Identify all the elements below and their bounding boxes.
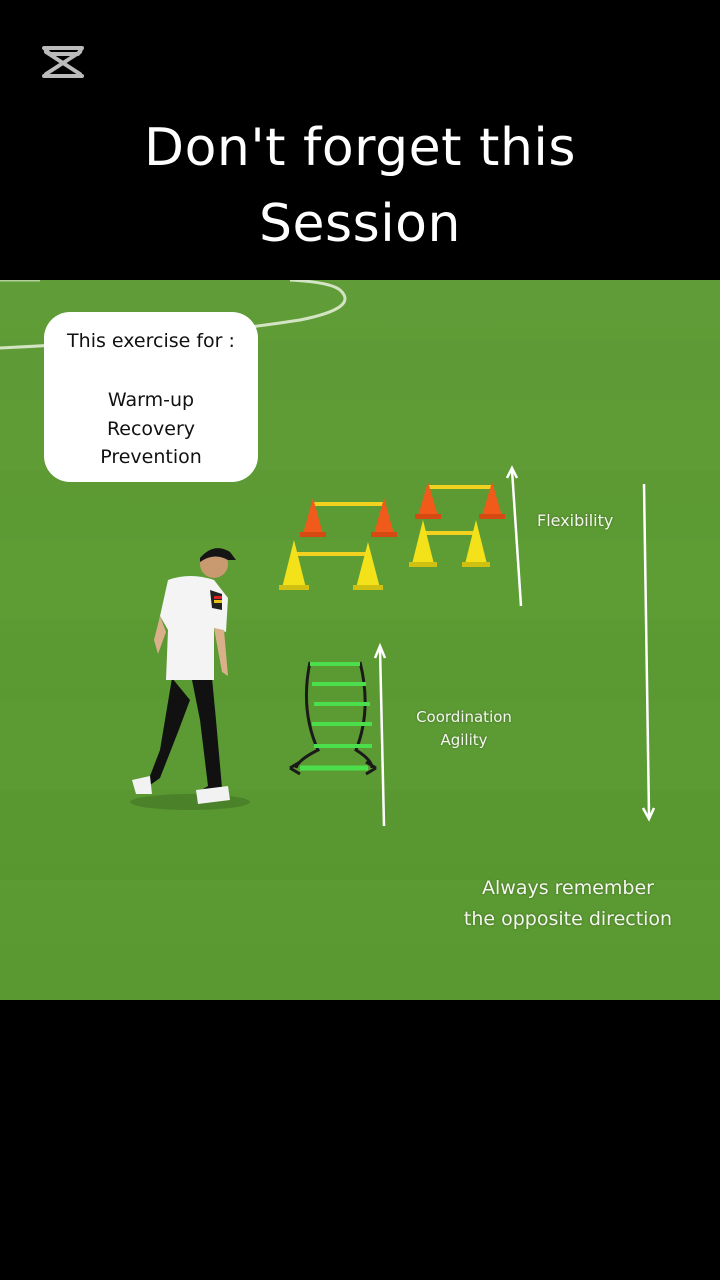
headline-line-1: Don't forget this (144, 118, 576, 178)
capcut-logo-icon (40, 44, 86, 80)
coordination-label: Coordination (416, 708, 512, 726)
player-figure (130, 548, 250, 810)
agility-ladder (289, 661, 377, 776)
flexibility-label: Flexibility (537, 511, 614, 530)
bottom-letterbox (0, 1000, 720, 1280)
hurdle-yellow-right (409, 520, 490, 567)
exercise-callout: This exercise for : Warm-up Recovery Pre… (44, 312, 258, 482)
headline: Don't forget this Session (0, 110, 720, 262)
hurdle-yellow-left (279, 540, 383, 590)
field-illustration (0, 280, 720, 1000)
callout-item-prevention: Prevention (100, 446, 202, 468)
callout-list: Warm-up Recovery Prevention (44, 386, 258, 472)
callout-item-warm-up: Warm-up (107, 389, 195, 411)
video-frame[interactable] (0, 280, 720, 1000)
reminder-line-2: the opposite direction (463, 908, 673, 930)
reminder-caption: Always remember the opposite direction (440, 873, 696, 935)
callout-title: This exercise for : (67, 330, 235, 352)
hurdle-orange-left (300, 498, 397, 537)
coordination-agility-label: Coordination Agility (404, 706, 524, 752)
coordination-arrow (373, 642, 387, 827)
callout-item-recovery: Recovery (106, 417, 196, 440)
return-arrow (641, 483, 656, 822)
agility-label: Agility (440, 731, 488, 749)
reminder-line-1: Always remember (482, 877, 654, 899)
flexibility-arrow (505, 465, 523, 607)
hurdle-orange-right (415, 482, 505, 519)
headline-line-2: Session (259, 194, 461, 254)
